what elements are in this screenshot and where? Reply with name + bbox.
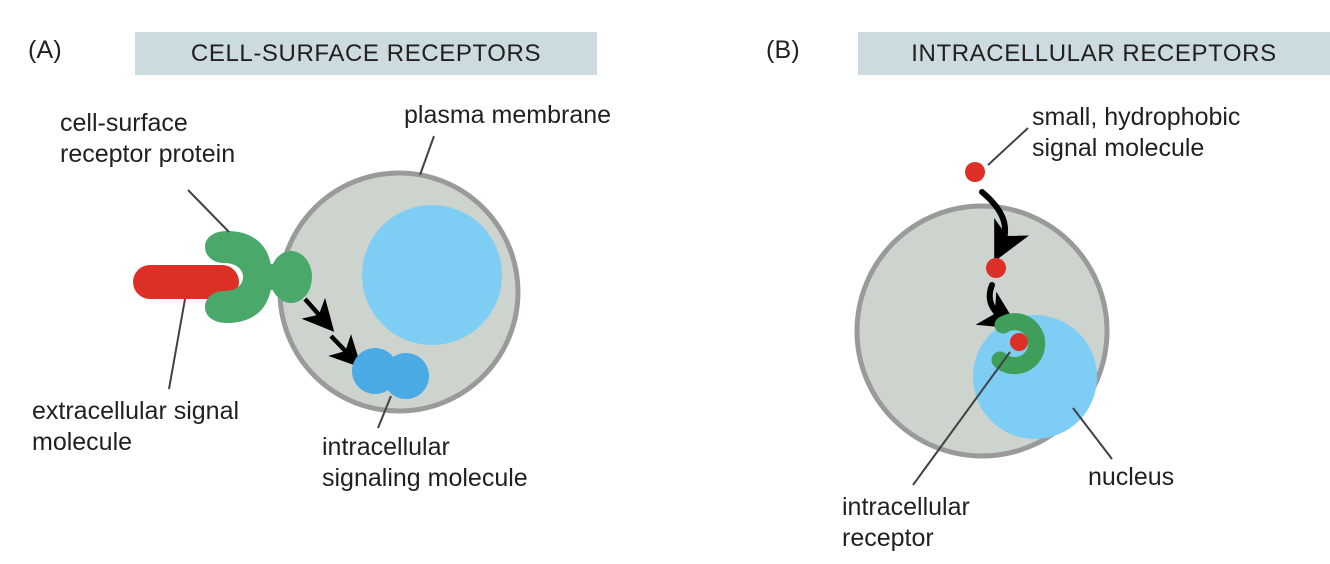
panel-b-marker: (B) [766, 36, 800, 64]
panel-b-header-band: INTRACELLULAR RECEPTORS [858, 32, 1330, 75]
leader-line-intracellular-receptor [912, 351, 1011, 486]
signal-molecule-bound [1010, 333, 1028, 351]
extracellular-signal-molecule [133, 265, 239, 299]
panel-a-header-text: CELL-SURFACE RECEPTORS [190, 39, 542, 67]
panel-b-cell [854, 203, 1110, 459]
leader-line-extracellular-signal [168, 298, 186, 390]
relay-arrow-1 [301, 297, 335, 332]
nucleus-a [362, 205, 502, 345]
relay-arrow-2 [328, 334, 362, 368]
label-small-hydrophobic-signal-molecule: small, hydrophobic signal molecule [1032, 103, 1241, 162]
signal-molecule-cytoplasm [986, 258, 1006, 278]
panel-b-header-text: INTRACELLULAR RECEPTORS [911, 39, 1277, 67]
leader-line-signal-molecule [987, 127, 1029, 166]
label-plasma-membrane: plasma membrane [404, 101, 612, 129]
label-intracellular-signaling-molecule: intracellular signaling molecule [322, 433, 528, 492]
label-extracellular-signal-molecule: extracellular signal molecule [32, 397, 240, 456]
leader-line-receptor-protein [187, 189, 230, 233]
entry-arrow [979, 189, 1030, 262]
nucleus-b [973, 315, 1097, 439]
leader-line-plasma-membrane [419, 135, 435, 176]
signal-relay-arrows [301, 297, 362, 368]
panel-a-header-band: CELL-SURFACE RECEPTORS [135, 32, 597, 75]
signal-molecule-outside [965, 162, 985, 182]
label-nucleus: nucleus [1088, 463, 1175, 491]
intracellular-receptor [991, 313, 1046, 375]
leader-line-intracellular-signaling [377, 395, 392, 429]
label-intracellular-receptor: intracellular receptor [842, 493, 970, 552]
label-cell-surface-receptor-protein: cell-surface receptor protein [60, 109, 236, 168]
panel-a-marker: (A) [28, 36, 62, 64]
leader-line-nucleus [1072, 407, 1113, 460]
